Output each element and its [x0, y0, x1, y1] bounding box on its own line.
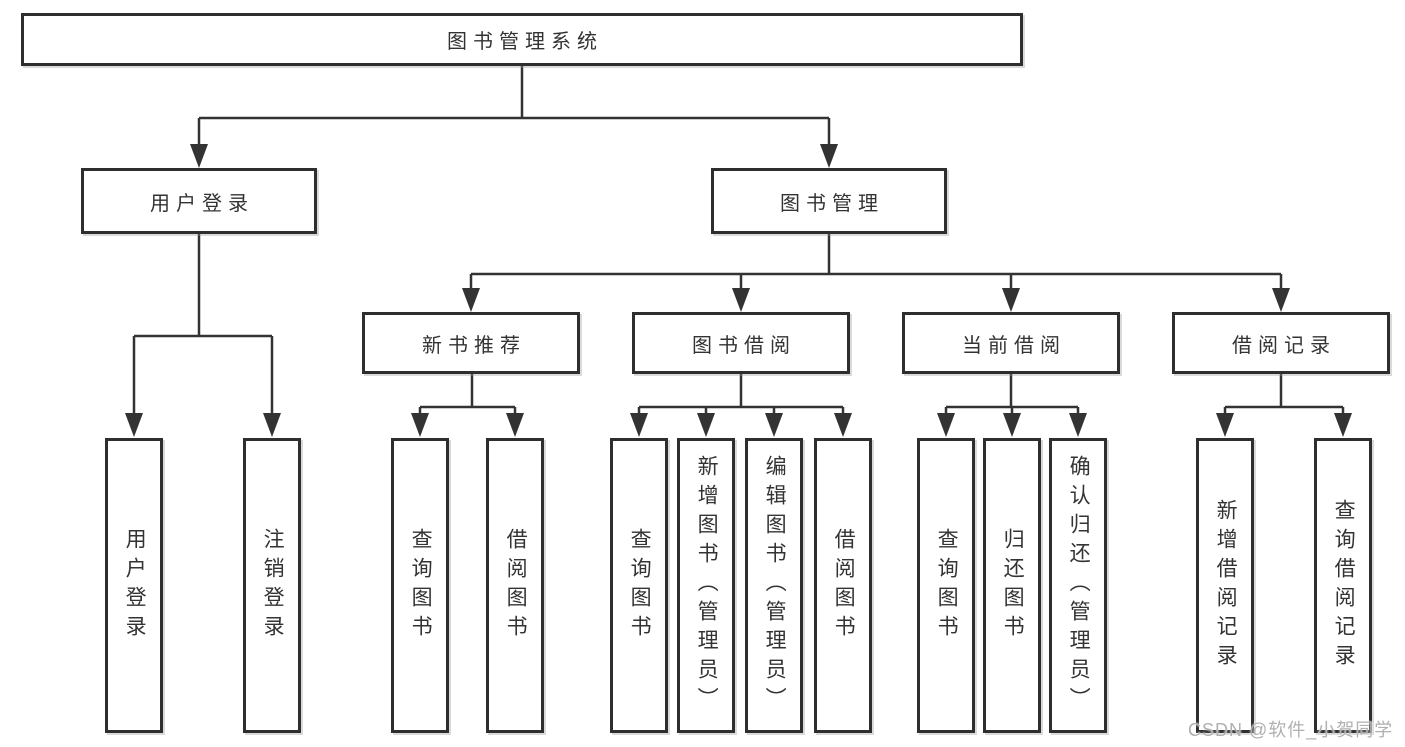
arrowhead	[765, 413, 783, 437]
node-book-borrowing: 图书借阅	[632, 312, 850, 374]
arrowhead	[506, 413, 524, 437]
arrowhead	[697, 413, 715, 437]
wire-lines	[132, 66, 1345, 418]
arrowhead	[1003, 413, 1021, 437]
node-user-login: 用户登录	[81, 168, 317, 234]
wire-borrow-record-to-leaves	[1223, 374, 1345, 418]
arrowheads	[125, 144, 1352, 437]
arrowhead	[1272, 288, 1290, 312]
leaf-query-books-recommend: 查询图书	[391, 438, 449, 733]
csdn-watermark: CSDN @软件_小贺同学	[1188, 720, 1394, 740]
node-label: 查询图书	[409, 527, 433, 644]
wire-book-borrow-to-leaves	[637, 374, 845, 418]
arrowhead	[732, 288, 750, 312]
arrowhead	[190, 144, 208, 168]
node-label: 新书推荐	[422, 334, 526, 357]
node-label: 查询借阅记录	[1332, 498, 1356, 673]
leaf-confirm-return-admin: 确认归还（管理员）	[1049, 438, 1107, 733]
node-label: 用户登录	[123, 527, 147, 644]
arrowhead	[834, 413, 852, 437]
arrowhead	[263, 413, 281, 437]
leaf-query-books-current: 查询图书	[917, 438, 975, 733]
node-label: 图书借阅	[692, 334, 796, 357]
node-label: 新增图书（管理员）	[695, 455, 719, 716]
arrowhead	[411, 413, 429, 437]
leaf-add-book-admin: 新增图书（管理员）	[677, 438, 735, 733]
node-label: 借阅图书	[504, 527, 528, 644]
wire-user-login-to-leaves	[132, 234, 274, 418]
wire-current-borrow-to-leaves	[944, 374, 1080, 418]
leaf-add-borrow-record: 新增借阅记录	[1196, 438, 1254, 733]
arrowhead	[462, 288, 480, 312]
leaf-user-login: 用户登录	[105, 438, 163, 733]
node-label: 图书管理系统	[447, 31, 603, 53]
node-label: 当前借阅	[962, 334, 1066, 357]
leaf-borrow-books: 借阅图书	[814, 438, 872, 733]
arrowhead	[1069, 413, 1087, 437]
node-label: 编辑图书（管理员）	[763, 455, 787, 716]
node-new-book-recommend: 新书推荐	[362, 312, 580, 374]
node-label: 借阅记录	[1232, 334, 1336, 357]
node-book-management: 图书管理	[711, 168, 947, 234]
node-label: 新增借阅记录	[1214, 498, 1238, 673]
node-label: 注销登录	[261, 527, 285, 644]
node-current-borrowing: 当前借阅	[902, 312, 1120, 374]
wire-new-book-to-leaves	[418, 374, 517, 418]
leaf-query-books-borrow: 查询图书	[610, 438, 668, 733]
arrowhead	[125, 413, 143, 437]
leaf-borrow-books-recommend: 借阅图书	[486, 438, 544, 733]
node-label: 图书管理	[780, 192, 884, 215]
node-label: 借阅图书	[832, 527, 856, 644]
leaf-edit-book-admin: 编辑图书（管理员）	[745, 438, 803, 733]
node-label: 用户登录	[150, 192, 254, 215]
wire-root-to-level1	[197, 66, 831, 150]
node-label: 归还图书	[1001, 527, 1025, 644]
node-label: 确认归还（管理员）	[1067, 455, 1091, 716]
arrowhead	[1334, 413, 1352, 437]
node-label: 查询图书	[935, 527, 959, 644]
arrowhead	[630, 413, 648, 437]
leaf-query-borrow-record: 查询借阅记录	[1314, 438, 1372, 733]
arrowhead	[1216, 413, 1234, 437]
leaf-return-book: 归还图书	[983, 438, 1041, 733]
arrowhead	[937, 413, 955, 437]
node-borrowing-records: 借阅记录	[1172, 312, 1390, 374]
node-book-management-system: 图书管理系统	[21, 13, 1023, 66]
leaf-logout: 注销登录	[243, 438, 301, 733]
node-label: 查询图书	[628, 527, 652, 644]
wire-book-mgmt-to-level2	[469, 234, 1283, 292]
arrowhead	[820, 144, 838, 168]
arrowhead	[1002, 288, 1020, 312]
